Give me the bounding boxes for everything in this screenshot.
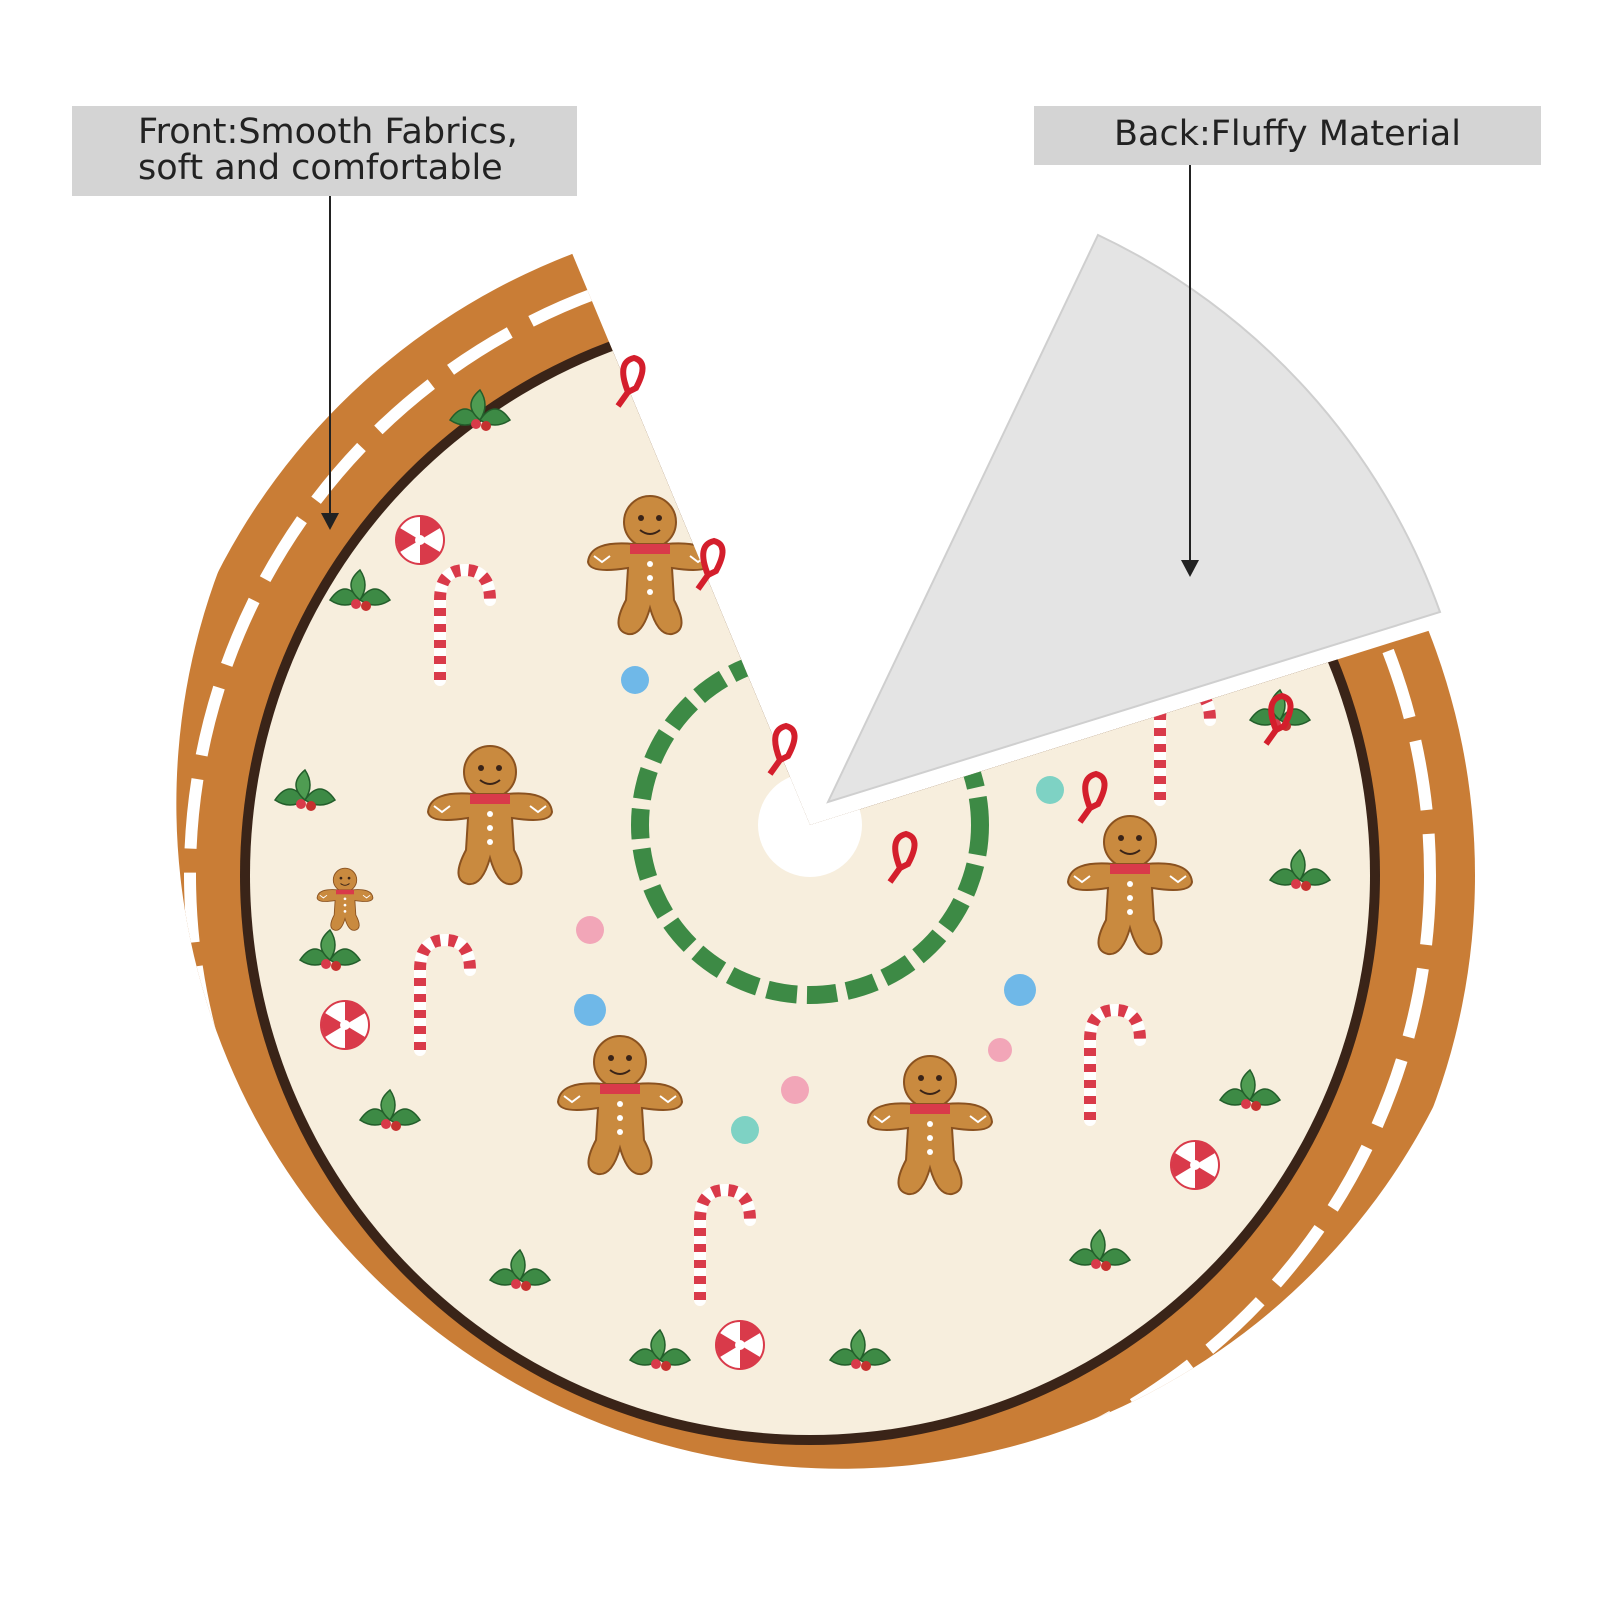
back-label-text: Back:Fluffy Material (1114, 114, 1461, 154)
front-label-line1: Front:Smooth Fabrics, (138, 112, 518, 152)
front-label-line2: soft and comfortable (138, 148, 503, 188)
back-material-label: Back:Fluffy Material (1034, 106, 1541, 165)
gumdrops (574, 666, 1064, 1144)
back-fabric-panel (826, 233, 1442, 804)
front-callout-arrow (321, 196, 339, 530)
front-material-label: Front:Smooth Fabrics, soft and comfortab… (72, 106, 577, 196)
back-callout-arrow (1181, 165, 1199, 577)
